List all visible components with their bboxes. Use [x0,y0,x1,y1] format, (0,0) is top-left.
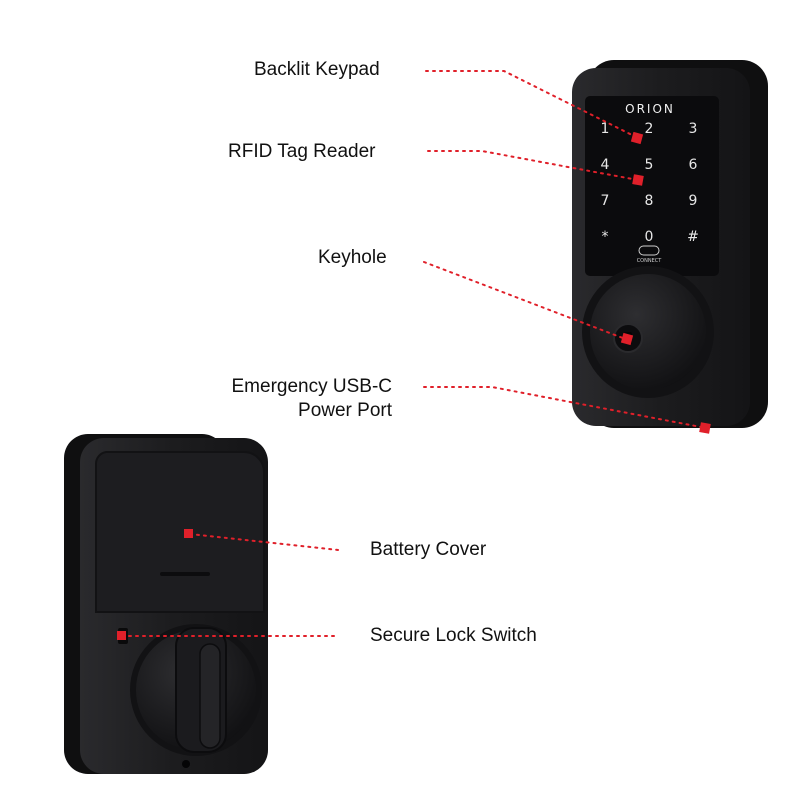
keypad-grid: 1 2 3 4 5 6 7 8 9 * 0 # [601,121,699,245]
label-rfid-reader: RFID Tag Reader [228,141,376,162]
keypad-key: 9 [689,193,698,209]
label-usb-line1: Emergency USB-C [231,376,393,397]
keypad-key: 3 [689,121,698,137]
keypad-key: 2 [645,121,654,137]
keypad-key: 5 [645,157,654,173]
knob [590,274,706,390]
label-lock-switch: Secure Lock Switch [370,625,537,646]
keypad-panel [585,96,719,276]
keypad-key: * [602,229,609,245]
exterior-keypad-unit: ORION 1 2 3 4 5 6 7 8 9 * 0 # CONNECT [572,60,768,428]
keypad-key: 0 [645,229,654,245]
keypad-key: 7 [601,193,610,209]
leader-usb-port [423,386,707,429]
marker-usb-port [699,422,711,434]
interior-screw-hole [182,760,190,768]
label-keyhole: Keyhole [318,247,387,268]
marker-backlit-keypad [630,131,644,145]
marker-battery-cover [184,529,193,538]
keypad-key: # [687,229,699,245]
connect-badge: CONNECT [637,245,663,264]
battery-cover-panel [94,451,265,613]
leader-lines [121,70,707,637]
thumbturn-grip [199,643,221,749]
interior-unit [64,434,268,774]
marker-lock-switch [117,631,126,640]
leader-backlit-keypad [425,70,639,139]
label-usb-port: Emergency USB-C Power Port [196,375,393,423]
leader-keyhole [423,261,629,341]
keypad-key: 4 [601,157,610,173]
label-usb-line2: Power Port [298,400,392,421]
keypad-key: 1 [601,121,610,137]
marker-keyhole [620,332,634,346]
markers [117,131,711,640]
connect-text: CONNECT [637,258,663,264]
battery-cover-notch [160,572,210,576]
keypad-key: 6 [689,157,698,173]
label-backlit-keypad: Backlit Keypad [254,59,380,80]
brand-logo: ORION [625,102,675,116]
marker-rfid-reader [632,174,644,186]
keypad-key: 8 [645,193,654,209]
label-battery-cover: Battery Cover [370,539,487,560]
